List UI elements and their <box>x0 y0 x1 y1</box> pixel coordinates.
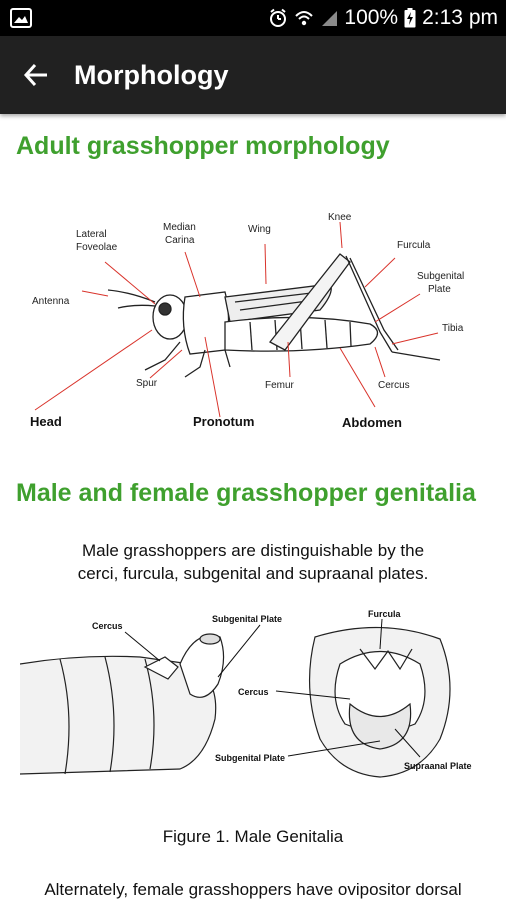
genitalia-intro-text: Male grasshoppers are distinguishable by… <box>77 541 429 583</box>
section-heading-genitalia: Male and female grasshopper genitalia <box>16 479 476 507</box>
label-median: Median <box>163 222 196 233</box>
label-knee: Knee <box>328 212 352 223</box>
label-femur: Femur <box>265 380 295 391</box>
fig-label-cercus-right: Cercus <box>238 687 269 697</box>
article-content[interactable]: Adult grasshopper morphology <box>0 114 506 900</box>
fig-label-subgenital-plate-top: Subgenital Plate <box>212 614 282 624</box>
fig-label-supraanal-plate: Supraanal Plate <box>404 761 472 771</box>
alarm-icon <box>270 8 287 27</box>
label-furcula: Furcula <box>397 240 431 251</box>
gallery-notification-icon <box>10 8 32 28</box>
fig-label-subgenital-plate-bottom: Subgenital Plate <box>215 753 285 763</box>
battery-percent: 100% <box>344 6 399 29</box>
label-antenna: Antenna <box>32 296 70 307</box>
grasshopper-diagram: Lateral Foveolae Median Carina Wing Knee… <box>30 212 464 430</box>
label-subgenital: Subgenital <box>417 271 464 282</box>
label-lateral: Lateral <box>76 229 107 240</box>
label-cercus: Cercus <box>378 380 410 391</box>
label-spur: Spur <box>136 378 158 389</box>
arrow-back-icon <box>23 63 47 87</box>
fig-label-cercus-left: Cercus <box>92 621 123 631</box>
wifi-icon <box>295 11 314 26</box>
figure-caption: Figure 1. Male Genitalia <box>162 827 344 846</box>
fig-label-furcula: Furcula <box>368 609 402 619</box>
status-bar: 100% 2:13 pm <box>0 0 506 36</box>
label-tibia: Tibia <box>442 323 464 334</box>
label-wing: Wing <box>248 224 271 235</box>
label-plate: Plate <box>428 284 451 295</box>
app-toolbar: Morphology <box>0 36 506 114</box>
label-foveolae: Foveolae <box>76 242 118 253</box>
back-button[interactable] <box>16 55 56 95</box>
next-paragraph: Alternately, female grasshoppers have ov… <box>44 880 462 899</box>
label-carina: Carina <box>165 235 195 246</box>
label-head: Head <box>30 414 62 429</box>
label-pronotum: Pronotum <box>193 414 254 429</box>
clock: 2:13 pm <box>422 6 498 29</box>
page-title: Morphology <box>74 59 229 90</box>
label-abdomen: Abdomen <box>342 415 402 430</box>
male-genitalia-figure: Cercus Subgenital Plate Furcula Cercus S… <box>20 609 472 778</box>
signal-icon <box>322 11 338 26</box>
battery-charging-icon <box>404 8 416 28</box>
section-heading-adult-morphology: Adult grasshopper morphology <box>16 132 390 160</box>
